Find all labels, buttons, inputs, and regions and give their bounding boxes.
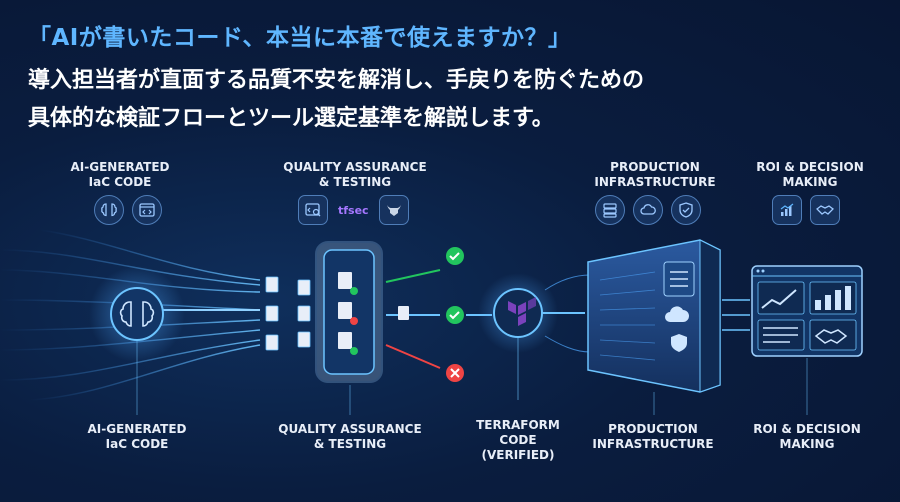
- flow-to-roi: [722, 299, 750, 331]
- ai-brain-icon: [119, 301, 155, 327]
- terraform-logo: [508, 297, 536, 326]
- qa-icon-row: tfsec: [298, 195, 409, 225]
- bull-logo: [378, 195, 409, 225]
- infra-streams: [544, 274, 591, 353]
- outcome-arrows: [385, 269, 441, 369]
- ai-brain-node: [110, 287, 164, 341]
- code-scan-icon: [298, 195, 328, 225]
- ai-code-top-label: AI-GENERATED IaC CODE: [70, 160, 170, 189]
- qa-bottom-label: QUALITY ASSURANCE & TESTING: [278, 422, 422, 451]
- roi-icon-row: [772, 195, 840, 225]
- qa-top-label: QUALITY ASSURANCE & TESTING: [283, 160, 427, 189]
- headline-subtitle-1: 導入担当者が直面する品質不安を解消し、手戻りを防ぐための: [28, 68, 645, 93]
- pass-check-middle: [449, 311, 460, 320]
- cloud-icon: [633, 195, 663, 225]
- qa-gate: [315, 241, 383, 383]
- shield-check-icon: [671, 195, 701, 225]
- ai-code-icon-row: [94, 195, 162, 225]
- infra-bottom-label: PRODUCTION INFRASTRUCTURE: [592, 422, 714, 451]
- infra-icon-row: [595, 195, 701, 225]
- bottom-leader-lines: [136, 340, 808, 415]
- ai-code-bottom-label: AI-GENERATED IaC CODE: [87, 422, 187, 451]
- infra-top-label: PRODUCTION INFRASTRUCTURE: [594, 160, 716, 189]
- pass-check-top: [449, 252, 460, 261]
- server-icon: [595, 195, 625, 225]
- headline-question: 「AIが書いたコード、本当に本番で使えますか？」: [28, 25, 572, 51]
- tfsec-logo: tfsec: [338, 203, 369, 217]
- headline-subtitle-2: 具体的な検証フローとツール選定基準を解説します。: [28, 106, 554, 131]
- infrastructure-block: [587, 239, 721, 393]
- handshake-icon: [810, 195, 840, 225]
- input-documents: [265, 276, 311, 351]
- fail-cross: [450, 368, 460, 378]
- roi-top-label: ROI & DECISION MAKING: [756, 160, 864, 189]
- terraform-bottom-label: TERRAFORM CODE (VERIFIED): [476, 418, 560, 462]
- brain-icon: [94, 195, 124, 225]
- code-window-icon: [132, 195, 162, 225]
- roi-bottom-label: ROI & DECISION MAKING: [753, 422, 861, 451]
- bar-chart-icon: [772, 195, 802, 225]
- roi-dashboard: [751, 265, 863, 357]
- verified-document: [398, 306, 409, 320]
